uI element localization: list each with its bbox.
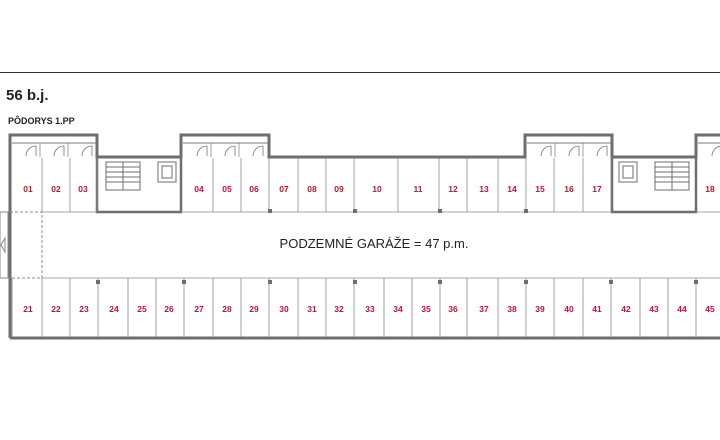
parking-space-28: 28 <box>222 304 232 314</box>
parking-space-02: 02 <box>51 184 61 194</box>
parking-space-37: 37 <box>479 304 489 314</box>
units-count: 56 b.j. <box>6 87 49 104</box>
parking-space-26: 26 <box>164 304 174 314</box>
parking-space-45: 45 <box>705 304 715 314</box>
parking-space-41: 41 <box>592 304 602 314</box>
parking-space-18: 18 <box>705 184 715 194</box>
parking-space-04: 04 <box>194 184 204 194</box>
parking-space-36: 36 <box>448 304 458 314</box>
parking-space-34: 34 <box>393 304 403 314</box>
parking-space-30: 30 <box>279 304 289 314</box>
door-swings <box>25 143 720 157</box>
parking-space-05: 05 <box>222 184 232 194</box>
parking-space-11: 11 <box>414 184 423 194</box>
parking-space-12: 12 <box>448 184 458 194</box>
parking-space-22: 22 <box>51 304 61 314</box>
parking-space-09: 09 <box>334 184 344 194</box>
top-row-spaces: 01 02 03 04 05 06 07 08 09 10 11 12 13 14 15 16 17 18 <box>23 184 715 194</box>
parking-space-07: 07 <box>279 184 289 194</box>
parking-space-27: 27 <box>194 304 204 314</box>
stair-core-right <box>610 155 698 214</box>
parking-space-25: 25 <box>137 304 147 314</box>
garage-label: PODZEMNÉ GARÁŽE = 47 p.m. <box>280 236 469 251</box>
parking-space-15: 15 <box>535 184 545 194</box>
parking-space-33: 33 <box>365 304 375 314</box>
parking-space-35: 35 <box>421 304 431 314</box>
parking-space-21: 21 <box>23 304 33 314</box>
parking-space-16: 16 <box>564 184 574 194</box>
parking-space-23: 23 <box>79 304 89 314</box>
stair-core-left <box>95 155 183 214</box>
parking-space-06: 06 <box>249 184 259 194</box>
parking-space-31: 31 <box>307 304 317 314</box>
parking-space-43: 43 <box>649 304 659 314</box>
parking-space-24: 24 <box>109 304 119 314</box>
parking-space-13: 13 <box>479 184 489 194</box>
parking-space-17: 17 <box>592 184 602 194</box>
parking-space-38: 38 <box>507 304 517 314</box>
parking-space-08: 08 <box>307 184 317 194</box>
parking-space-14: 14 <box>507 184 517 194</box>
plan-title: PÔDORYS 1.PP <box>8 116 75 126</box>
parking-space-44: 44 <box>677 304 687 314</box>
parking-space-40: 40 <box>564 304 574 314</box>
parking-space-32: 32 <box>334 304 344 314</box>
parking-space-01: 01 <box>23 184 33 194</box>
entrance-ramp <box>0 211 43 279</box>
parking-space-03: 03 <box>78 184 88 194</box>
parking-space-42: 42 <box>621 304 631 314</box>
columns <box>96 209 698 284</box>
parking-space-29: 29 <box>249 304 259 314</box>
stall-dividers <box>11 158 720 337</box>
header-rule <box>0 72 720 73</box>
parking-space-39: 39 <box>535 304 545 314</box>
bottom-row-spaces: 21 22 23 24 25 26 27 28 29 30 31 32 33 34 35 36 37 38 39 40… <box>23 304 715 314</box>
parking-space-10: 10 <box>372 184 382 194</box>
